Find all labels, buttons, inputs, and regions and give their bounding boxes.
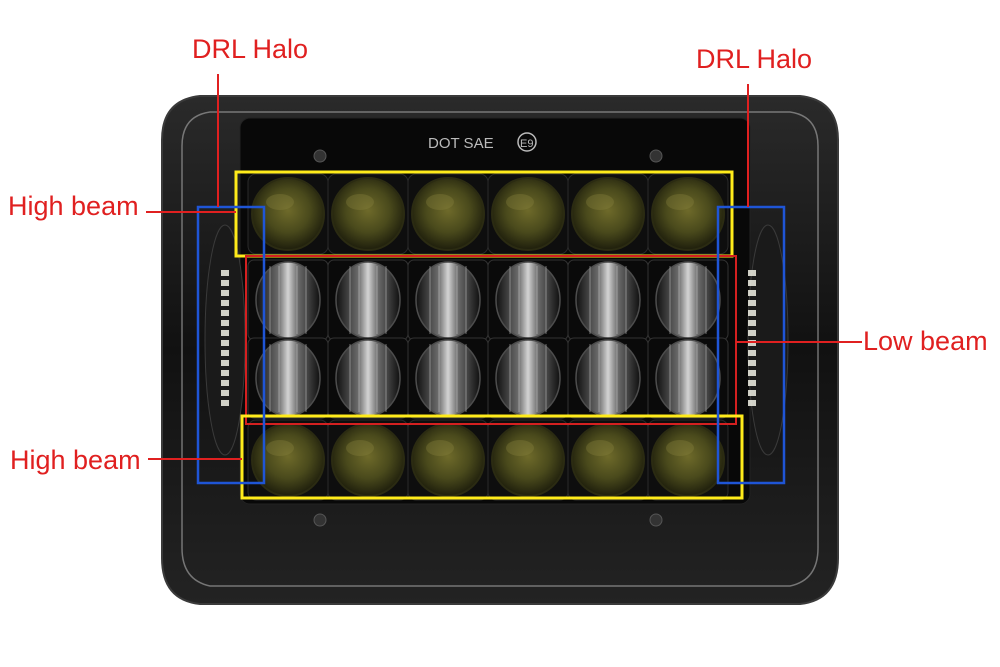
drl-led <box>748 350 756 356</box>
label-drl-halo-right: DRL Halo <box>696 44 813 74</box>
lens-highlight <box>586 194 614 210</box>
screw-icon <box>649 513 663 527</box>
drl-halo-right-box <box>716 205 786 485</box>
drl-led <box>221 360 229 366</box>
drl-led <box>221 290 229 296</box>
lens-highlight <box>346 440 374 456</box>
drl-led <box>221 320 229 326</box>
high-beam-top-row <box>247 173 729 255</box>
label-high-beam-bottom: High beam <box>10 445 141 475</box>
drl-led <box>221 280 229 286</box>
high-beam-lens <box>651 423 725 497</box>
drl-led <box>748 270 756 276</box>
high-beam-lens <box>491 177 565 251</box>
low-beam-row-2 <box>247 337 729 419</box>
lens-highlight <box>266 440 294 456</box>
drl-led <box>221 300 229 306</box>
low-beam-box <box>245 255 737 425</box>
drl-led-strip-left <box>221 270 229 406</box>
drl-led <box>748 360 756 366</box>
label-high-beam-top: High beam <box>8 191 139 221</box>
drl-led <box>221 310 229 316</box>
lens-highlight <box>506 194 534 210</box>
high-beam-lens <box>331 177 405 251</box>
low-beam-row-1 <box>247 259 729 341</box>
drl-led <box>221 350 229 356</box>
lens-highlight <box>506 440 534 456</box>
high-beam-lens <box>411 177 485 251</box>
lens-highlight <box>586 440 614 456</box>
lens-highlight <box>266 194 294 210</box>
drl-led <box>748 370 756 376</box>
drl-led <box>221 270 229 276</box>
drl-led <box>748 390 756 396</box>
drl-led <box>748 290 756 296</box>
e-mark-icon <box>517 132 537 152</box>
label-low-beam: Low beam <box>863 326 988 356</box>
lens-highlight <box>666 194 694 210</box>
e-mark-text: E9 <box>520 138 533 150</box>
high-beam-bottom-box <box>240 414 744 500</box>
drl-led <box>221 400 229 406</box>
drl-led <box>748 280 756 286</box>
high-beam-lens <box>411 423 485 497</box>
high-beam-bottom-row <box>247 419 729 501</box>
drl-led <box>221 390 229 396</box>
high-beam-lens <box>331 423 405 497</box>
drl-led <box>221 340 229 346</box>
drl-led <box>221 330 229 336</box>
high-beam-lens <box>651 177 725 251</box>
certification-marking: DOT SAE <box>428 135 494 152</box>
drl-led <box>748 320 756 326</box>
drl-led <box>221 370 229 376</box>
drl-led <box>748 310 756 316</box>
drl-led <box>748 330 756 336</box>
high-beam-lens <box>251 177 325 251</box>
label-drl-halo-left: DRL Halo <box>192 34 309 64</box>
high-beam-lens <box>571 177 645 251</box>
screw-icon <box>649 149 663 163</box>
high-beam-lens <box>491 423 565 497</box>
drl-led <box>748 300 756 306</box>
lens-highlight <box>426 194 454 210</box>
lens-highlight <box>426 440 454 456</box>
high-beam-lens <box>571 423 645 497</box>
drl-led <box>748 400 756 406</box>
drl-led <box>221 380 229 386</box>
drl-halo-left-box <box>196 205 266 485</box>
lens-highlight <box>666 440 694 456</box>
screw-icon <box>313 513 327 527</box>
screw-icon <box>313 149 327 163</box>
lens-highlight <box>346 194 374 210</box>
drl-led <box>748 380 756 386</box>
